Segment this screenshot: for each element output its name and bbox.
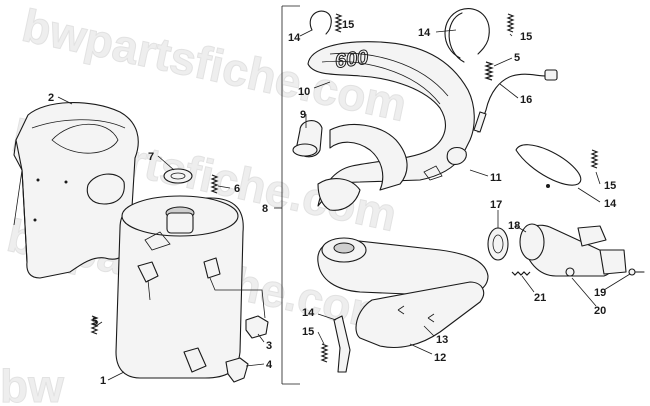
callout-8: 8 [262,203,268,215]
callout-13: 13 [436,334,448,346]
callout-11: 11 [490,172,502,184]
callout-18: 18 [508,220,520,232]
callouts: 15 14 14 15 5 10 16 2 9 7 6 8 11 15 14 1… [48,19,617,387]
part-10-expansion-chamber [307,41,475,211]
callout-3: 3 [266,340,272,352]
callout-7: 7 [148,151,154,163]
spring-part-5a [484,61,494,81]
part-1-muffler [115,195,266,379]
callout-15: 15 [520,31,532,43]
callout-14: 14 [288,32,301,44]
leader-lines [57,29,631,381]
group-bracket-ends [282,5,300,385]
part-4-bracket [225,357,249,383]
callout-12: 12 [434,352,446,364]
part-9-coupler [292,120,323,158]
callout-4: 4 [266,359,273,371]
callout-17: 17 [490,199,502,211]
callout-15: 15 [604,180,616,192]
callout-6: 6 [234,183,240,195]
clamp-part-14c [515,144,582,188]
part-19-bolt [628,268,645,276]
part-17-gasket [487,227,509,261]
part-21-spring-clip [511,271,531,276]
part-3-bracket [245,315,269,339]
clamp-part-14b [444,8,490,63]
part-7-grommet [163,168,193,184]
callout-5: 5 [92,316,98,328]
clamp-part-14a [309,10,332,35]
part-20-nut [565,267,575,277]
callout-9: 9 [300,109,306,121]
callout-14: 14 [302,307,315,319]
part-16-sensor [473,69,558,133]
callout-14: 14 [418,27,431,39]
callout-14: 14 [604,198,617,210]
spring-part-15d [320,343,329,363]
part-18-header-pipe [519,223,627,277]
callout-20: 20 [594,305,606,317]
spring-part-15a [334,13,343,33]
part-12-lower-pipe [317,237,489,297]
embossed-600: 600 [334,47,370,73]
callout-1: 1 [100,375,106,387]
callout-15: 15 [302,326,314,338]
spring-part-15b [506,13,515,33]
callout-5: 5 [514,52,520,64]
callout-15: 15 [342,19,354,31]
spring-part-15c [590,149,599,169]
spring-part-6 [210,174,219,194]
callout-21: 21 [534,292,546,304]
spring-part-5b [90,315,99,335]
callout-10: 10 [298,86,310,98]
clamp-part-14d [333,315,351,373]
callout-2: 2 [48,92,54,104]
callout-16: 16 [520,94,532,106]
callout-19: 19 [594,287,606,299]
watermark-text: bw [0,360,64,406]
